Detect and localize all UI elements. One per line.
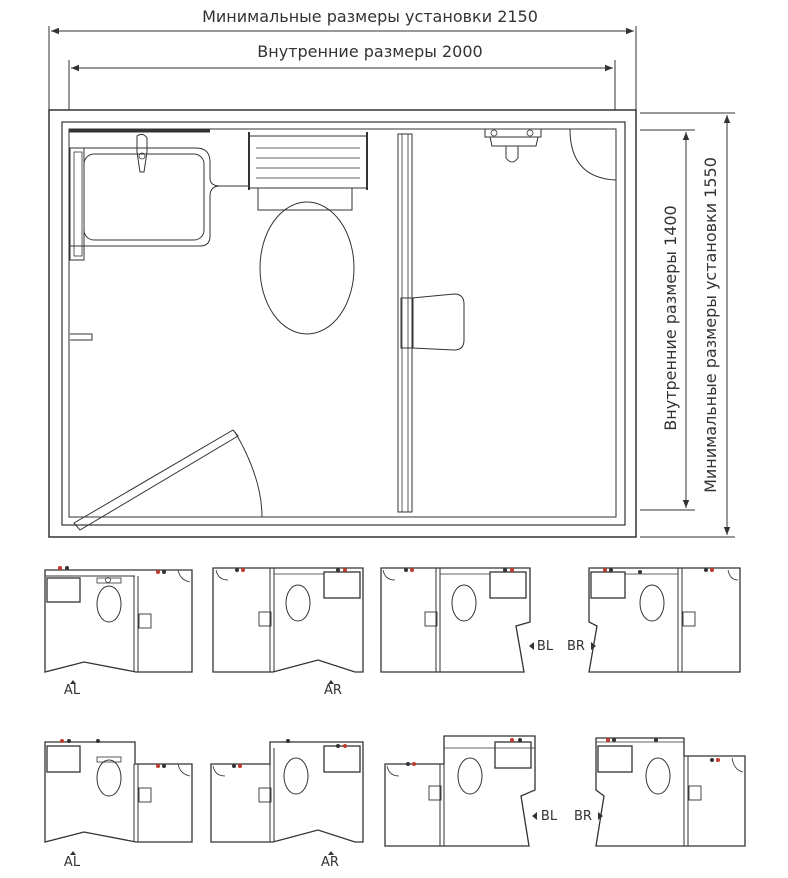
- folding-seat: [400, 293, 465, 351]
- variant-br-row2: BR: [574, 737, 746, 847]
- toilet: [257, 188, 355, 335]
- variant-al-row2: AL: [44, 739, 193, 870]
- variant-br-row1: BR: [567, 567, 741, 673]
- inner-depth-dimension: Внутренние размеры 1400: [640, 129, 695, 511]
- variant-bl-row1: BL: [380, 567, 554, 673]
- inner-width-label: Внутренние размеры 2000: [257, 42, 482, 61]
- install-depth-label: Минимальные размеры установки 1550: [701, 157, 720, 493]
- install-depth-dimension: Минимальные размеры установки 1550: [640, 112, 735, 538]
- variant-ar-row2: AR: [210, 739, 364, 870]
- install-width-dimension: Минимальные размеры установки 2150: [48, 7, 637, 110]
- variant-label: BL: [541, 809, 558, 824]
- variant-ar-row1: AR: [212, 567, 364, 698]
- variant-label: AL: [64, 683, 81, 698]
- variant-label: BL: [537, 639, 554, 654]
- partition-wall: [397, 133, 413, 513]
- main-plan: [48, 109, 637, 538]
- install-width-label: Минимальные размеры установки 2150: [202, 7, 538, 26]
- variant-label: AL: [64, 855, 81, 870]
- variant-label: BR: [574, 809, 592, 824]
- variant-label: BR: [567, 639, 585, 654]
- wall-lamp: [569, 128, 617, 181]
- variant-label: AR: [324, 683, 342, 698]
- variant-bl-row2: BL: [384, 735, 558, 847]
- variant-al-row1: AL: [44, 566, 193, 698]
- washbasin: [69, 129, 250, 261]
- inner-width-dimension: Внутренние размеры 2000: [68, 42, 616, 110]
- entrance-door: [73, 429, 263, 531]
- variant-label: AR: [321, 855, 339, 870]
- grab-rail: [248, 132, 368, 190]
- shower-fixture: [484, 128, 542, 163]
- inner-depth-label: Внутренние размеры 1400: [661, 205, 680, 430]
